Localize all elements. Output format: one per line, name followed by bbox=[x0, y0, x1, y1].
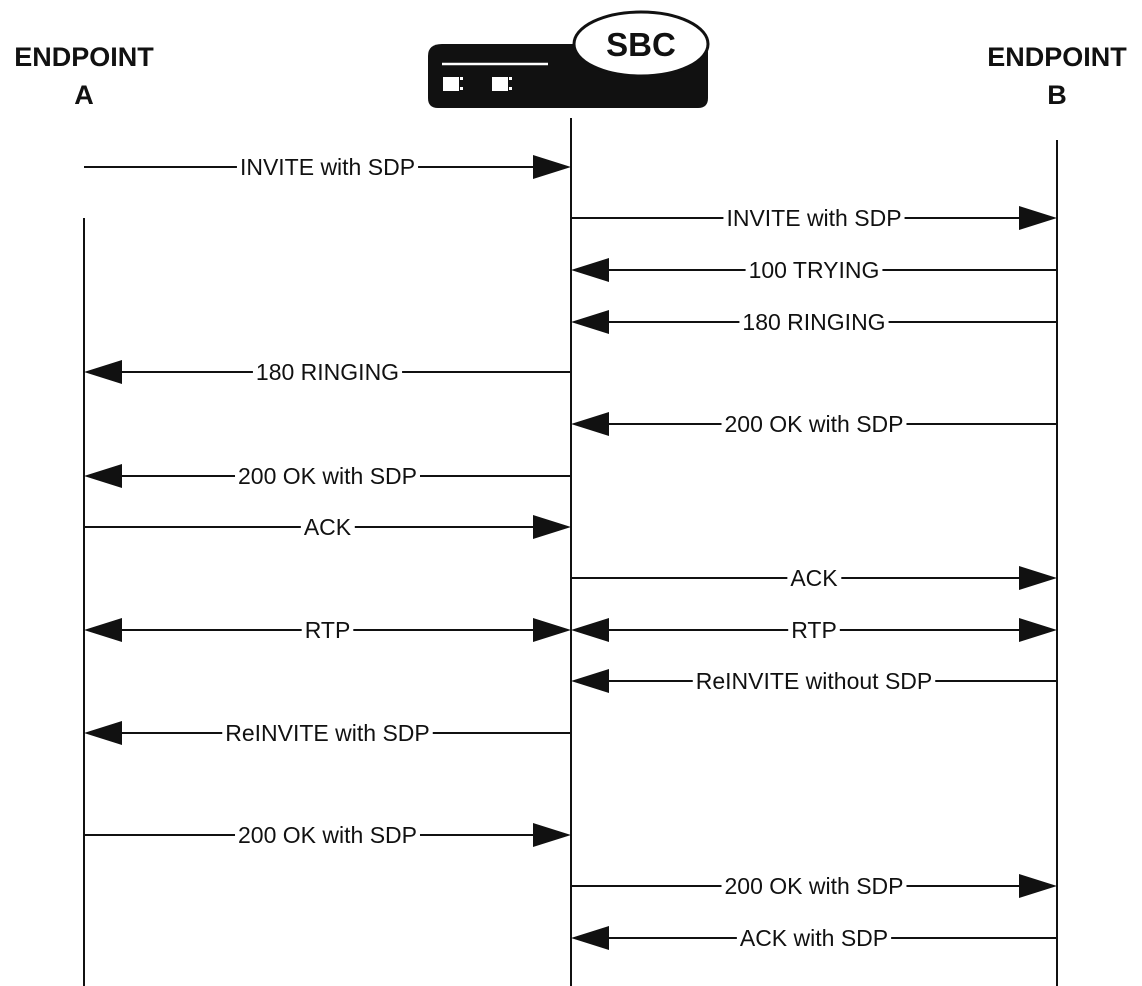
message-label: ACK bbox=[304, 514, 352, 540]
message-arrow: ACK bbox=[84, 514, 571, 540]
arrowhead-right bbox=[533, 618, 571, 642]
arrowhead-left bbox=[571, 669, 609, 693]
endpoint-b-label-line2: B bbox=[1047, 80, 1067, 110]
arrowhead-left bbox=[84, 360, 122, 384]
message-label: RTP bbox=[305, 617, 351, 643]
sbc-device-icon bbox=[428, 10, 710, 108]
arrowhead-right bbox=[1019, 618, 1057, 642]
message-label: 200 OK with SDP bbox=[725, 411, 904, 437]
message-arrow: 200 OK with SDP bbox=[571, 873, 1057, 899]
arrowhead-right bbox=[1019, 206, 1057, 230]
message-label: 180 RINGING bbox=[256, 359, 399, 385]
message-label-backdrop bbox=[788, 624, 840, 636]
message-arrow: ACK bbox=[571, 565, 1057, 591]
message-arrow: 100 TRYING bbox=[571, 257, 1057, 283]
arrowhead-left bbox=[84, 721, 122, 745]
message-label-backdrop bbox=[300, 521, 355, 533]
message-label: ReINVITE with SDP bbox=[225, 720, 430, 746]
arrowhead-left bbox=[84, 618, 122, 642]
message-arrow: ACK with SDP bbox=[571, 925, 1057, 951]
message-label-backdrop bbox=[252, 366, 403, 378]
message-arrow: INVITE with SDP bbox=[84, 154, 571, 180]
arrowhead-right bbox=[533, 155, 571, 179]
message-arrow: INVITE with SDP bbox=[571, 205, 1057, 231]
arrowhead-left bbox=[571, 618, 609, 642]
message-label-backdrop bbox=[236, 161, 419, 173]
message-label: 200 OK with SDP bbox=[725, 873, 904, 899]
message-label-backdrop bbox=[736, 932, 892, 944]
arrowhead-right bbox=[533, 823, 571, 847]
message-label-backdrop bbox=[692, 675, 936, 687]
message-arrow: 200 OK with SDP bbox=[571, 411, 1057, 437]
arrowhead-left bbox=[571, 310, 609, 334]
message-arrow: ReINVITE with SDP bbox=[84, 720, 571, 746]
message-label: 100 TRYING bbox=[749, 257, 880, 283]
endpoint-a-label-line2: A bbox=[74, 80, 94, 110]
message-label: INVITE with SDP bbox=[726, 205, 901, 231]
message-label: ReINVITE without SDP bbox=[696, 668, 932, 694]
message-label-backdrop bbox=[745, 264, 883, 276]
message-label: 200 OK with SDP bbox=[238, 463, 417, 489]
arrowhead-left bbox=[571, 258, 609, 282]
message-label-backdrop bbox=[721, 418, 907, 430]
arrowhead-right bbox=[1019, 566, 1057, 590]
message-label-backdrop bbox=[235, 470, 420, 482]
message-label-backdrop bbox=[787, 572, 842, 584]
message-label: ACK with SDP bbox=[740, 925, 888, 951]
message-label-backdrop bbox=[235, 829, 420, 841]
arrowhead-left bbox=[571, 926, 609, 950]
message-arrow: ReINVITE without SDP bbox=[571, 668, 1057, 694]
message-arrow: 200 OK with SDP bbox=[84, 822, 571, 848]
message-list: INVITE with SDP INVITE with SDP 100 TRYING… bbox=[84, 154, 1057, 951]
message-label: 180 RINGING bbox=[742, 309, 885, 335]
message-label-backdrop bbox=[723, 212, 905, 224]
message-label-backdrop bbox=[301, 624, 354, 636]
arrowhead-right bbox=[1019, 874, 1057, 898]
message-arrow: RTP bbox=[571, 617, 1057, 643]
arrowhead-left bbox=[571, 412, 609, 436]
arrowhead-left bbox=[84, 464, 122, 488]
message-label: RTP bbox=[791, 617, 837, 643]
message-arrow: 200 OK with SDP bbox=[84, 463, 571, 489]
message-label-backdrop bbox=[222, 727, 433, 739]
message-label-backdrop bbox=[721, 880, 907, 892]
message-label: ACK bbox=[790, 565, 838, 591]
endpoint-b-label-line1: ENDPOINT bbox=[987, 42, 1127, 72]
message-arrow: RTP bbox=[84, 617, 571, 643]
message-arrow: 180 RINGING bbox=[571, 309, 1057, 335]
sbc-label: SBC bbox=[606, 26, 676, 63]
message-arrow: 180 RINGING bbox=[84, 359, 571, 385]
message-label: INVITE with SDP bbox=[240, 154, 415, 180]
message-label: 200 OK with SDP bbox=[238, 822, 417, 848]
message-label-backdrop bbox=[739, 316, 889, 328]
endpoint-a-label-line1: ENDPOINT bbox=[14, 42, 154, 72]
arrowhead-right bbox=[533, 515, 571, 539]
